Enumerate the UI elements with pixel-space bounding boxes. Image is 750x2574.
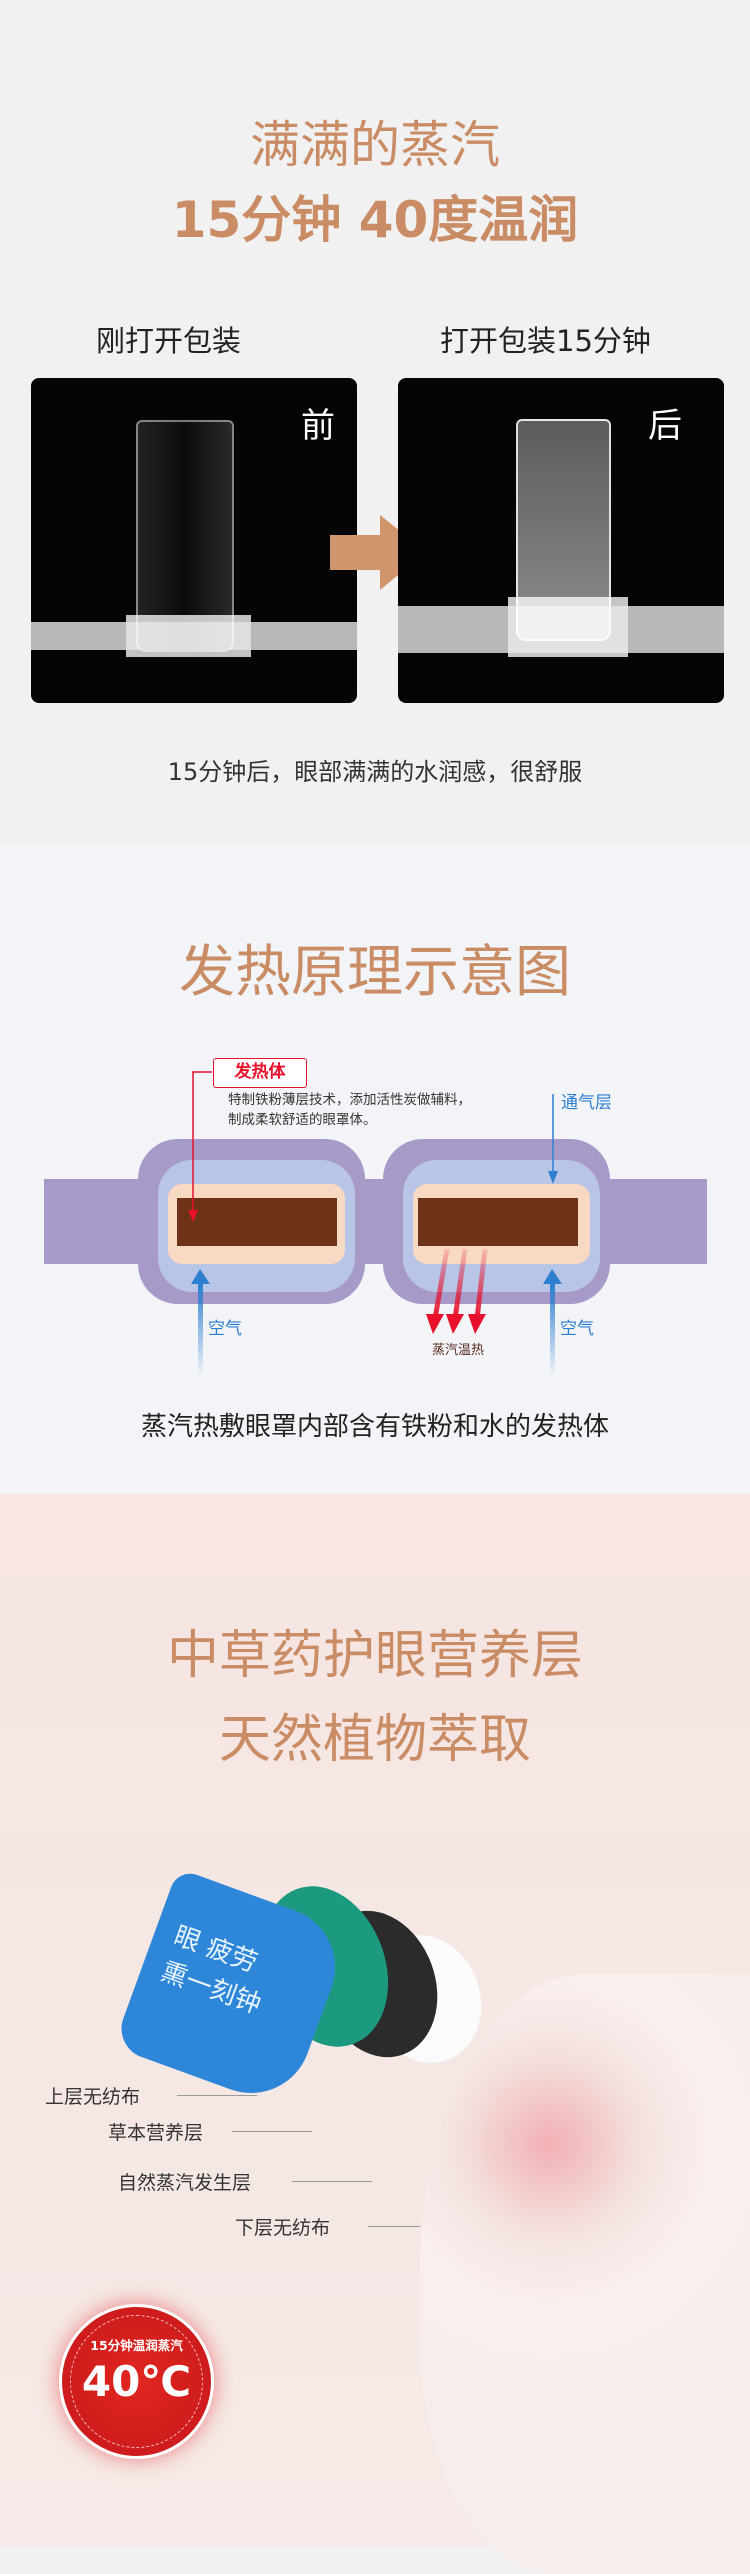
heater-body-left [177, 1198, 337, 1246]
section-title-line2: 15分钟 40度温润 [171, 191, 579, 249]
heater-description: 特制铁粉薄层技术，添加活性炭做辅料， 制成柔软舒适的眼罩体。 [228, 1090, 471, 1130]
section-title-line2: 天然植物萃取 [218, 1710, 531, 1770]
heating-caption: 蒸汽热敷眼罩内部含有铁粉和水的发热体 [140, 1412, 609, 1442]
steam-section: 满满的蒸汽 15分钟 40度温润 刚打开包装 打开包装15分钟 前 后 15分钟… [0, 0, 750, 844]
heating-principle-section: 发热原理示意图 发热体 特制铁粉薄层技术，添加活性炭做辅料， 制成柔软舒适的眼罩… [0, 844, 750, 1494]
face-illustration [420, 1974, 750, 2574]
badge-arc-text: 15分钟温润蒸汽 [90, 2338, 183, 2353]
fogged-glass-cup [516, 419, 611, 641]
temperature-badge: 15分钟温润蒸汽 40℃ [59, 2304, 214, 2459]
layer-label-herbal: 草本营养层 [108, 2122, 204, 2144]
badge-ring [70, 2315, 203, 2448]
before-tag: 前 [301, 406, 335, 446]
diagram-arrows [188, 1071, 562, 1377]
after-tag: 后 [648, 406, 682, 446]
leader-line [177, 2095, 257, 2096]
steam-heat-label: 蒸汽温热 [432, 1343, 485, 1358]
heater-body-right [418, 1198, 578, 1246]
section-title-line1: 中草药护眼营养层 [166, 1626, 583, 1686]
heater-label: 发热体 [213, 1058, 307, 1088]
leader-line [232, 2131, 312, 2132]
vent-layer-label: 通气层 [561, 1093, 612, 1113]
steam-caption: 15分钟后，眼部满满的水润感，很舒服 [167, 758, 583, 786]
layer-label-top-fabric: 上层无纺布 [45, 2086, 141, 2108]
badge-temperature: 40℃ [81, 2357, 192, 2406]
layer-label-bottom-fabric: 下层无纺布 [235, 2217, 331, 2239]
layer-label-steam: 自然蒸汽发生层 [118, 2172, 252, 2194]
heating-diagram: 发热体 特制铁粉薄层技术，添加活性炭做辅料， 制成柔软舒适的眼罩体。 通气层 空… [0, 844, 750, 1404]
air-label-right: 空气 [560, 1319, 594, 1339]
heater-desc-line1: 特制铁粉薄层技术，添加活性炭做辅料， [228, 1092, 471, 1108]
eye-mask-pad [126, 615, 251, 657]
before-label: 刚打开包装 [96, 324, 242, 358]
leader-line [368, 2226, 420, 2227]
glass-cup [136, 420, 234, 652]
heater-desc-line2: 制成柔软舒适的眼罩体。 [228, 1112, 377, 1128]
herbal-layer-section: 中草药护眼营养层 天然植物萃取 眼 疲劳 熏一刻钟 上层无纺布 草本营养层 自然… [0, 1494, 750, 2574]
section-title-line1: 满满的蒸汽 [250, 116, 500, 174]
air-label-left: 空气 [208, 1319, 242, 1339]
leader-line [292, 2181, 372, 2182]
after-photo: 后 [398, 378, 724, 703]
before-photo: 前 [31, 378, 357, 703]
after-label: 打开包装15分钟 [440, 324, 651, 358]
section-title: 发热原理示意图 [179, 940, 571, 1005]
